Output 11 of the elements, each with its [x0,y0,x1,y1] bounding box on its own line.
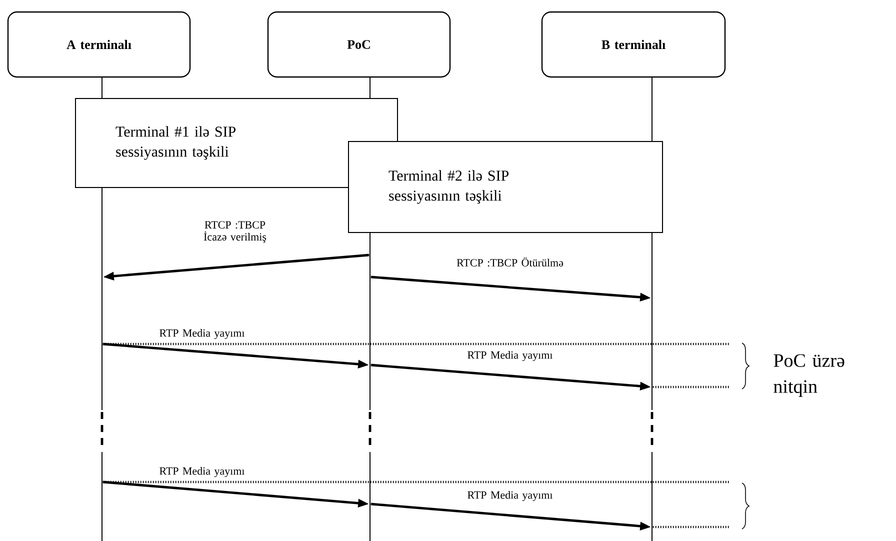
session-box: Terminal #2 ilə SIP sessiyasının təşkili [348,141,663,233]
brace-label: PoC üzrə nitqin [774,354,844,397]
participant-box: A terminalı [7,11,191,78]
edge-label: RTCP :TBCP İcazə verilmiş [204,221,266,243]
edge-label: RTP Media yayımı [160,329,245,339]
participant-box: PoC [267,11,451,78]
edge-label: RTP Media yayımı [160,467,245,477]
edge-label: RTCP :TBCP Ötürülmə [456,257,564,267]
edge-label: RTP Media yayımı [468,491,553,501]
edge-label: RTP Media yayımı [468,351,553,361]
participant-box: B terminalı [541,11,726,78]
